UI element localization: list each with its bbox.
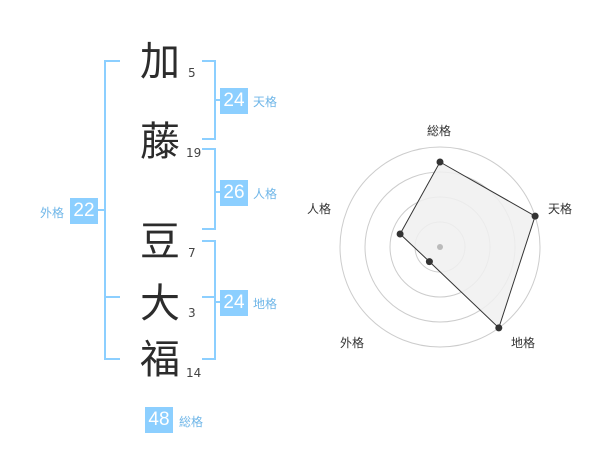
- radar-point-4: [425, 258, 433, 266]
- tenkaku-bracket-tick: [216, 99, 222, 101]
- name-char-2: 藤: [140, 119, 180, 165]
- tenkaku-label: 天格: [253, 95, 278, 109]
- radar-ring-4: [339, 146, 541, 348]
- stroke-count-1: 5: [188, 66, 196, 80]
- gaikaku-bracket: [104, 60, 120, 360]
- stroke-count-5: 14: [186, 366, 202, 380]
- chikaku-bracket-inner-tick: [202, 296, 216, 298]
- radar-label-chikaku: 地格: [511, 336, 536, 350]
- tenkaku-bracket: [202, 60, 216, 140]
- radar-label-tenkaku: 天格: [548, 202, 573, 216]
- chikaku-bracket-tick: [216, 301, 222, 303]
- jinkaku-label: 人格: [253, 187, 278, 201]
- chikaku-label: 地格: [253, 297, 278, 311]
- radar-point-5: [396, 230, 404, 238]
- radar-label-gaikaku: 外格: [340, 336, 365, 350]
- gaikaku-bracket-inner-tick: [104, 296, 120, 298]
- name-char-3: 豆: [140, 219, 180, 265]
- name-char-4: 大: [140, 281, 180, 327]
- radar-point-2: [531, 212, 539, 220]
- name-char-1: 加: [140, 39, 180, 85]
- radar-label-jinkaku: 人格: [307, 202, 332, 216]
- soukaku-value: 48: [145, 407, 173, 433]
- gaikaku-label: 外格: [40, 206, 65, 220]
- radar-polygon: [399, 161, 536, 329]
- jinkaku-bracket: [202, 148, 216, 230]
- stroke-count-3: 7: [188, 246, 196, 260]
- jinkaku-value: 26: [220, 180, 248, 206]
- radar-label-soukaku: 総格: [427, 124, 452, 138]
- tenkaku-value: 24: [220, 88, 248, 114]
- soukaku-label: 総格: [179, 415, 204, 429]
- jinkaku-bracket-tick: [216, 191, 222, 193]
- gaikaku-value: 22: [70, 198, 98, 224]
- radar-point-1: [436, 158, 444, 166]
- radar-point-3: [495, 324, 503, 332]
- gaikaku-bracket-tick: [94, 209, 104, 211]
- chikaku-bracket: [202, 240, 216, 360]
- name-char-5: 福: [140, 337, 180, 383]
- chikaku-value: 24: [220, 290, 248, 316]
- stroke-count-2: 19: [186, 146, 202, 160]
- stroke-count-4: 3: [188, 306, 196, 320]
- radar-center: [437, 244, 443, 250]
